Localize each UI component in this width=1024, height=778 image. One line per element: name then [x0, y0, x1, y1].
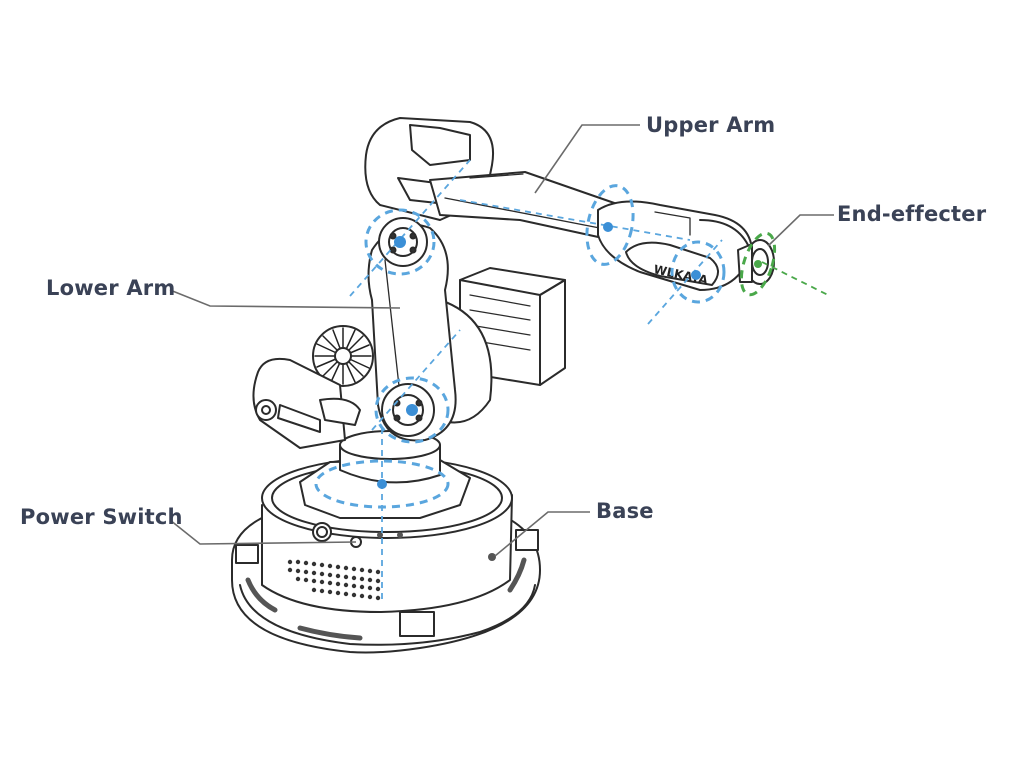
leader-end-effecter	[767, 214, 834, 247]
joint-3-ring	[374, 376, 450, 444]
leader-lines	[169, 124, 834, 557]
joint-5-ring	[670, 240, 726, 304]
joint-2-ring	[364, 208, 436, 276]
end-effector-ring	[739, 231, 777, 297]
joint-1-ring	[314, 459, 450, 509]
leader-upper-arm	[534, 124, 640, 194]
joint-markers	[314, 184, 777, 509]
lower-arm-label: Lower Arm	[46, 276, 176, 300]
joint-4-ring	[585, 184, 635, 266]
vent-grille	[287, 559, 381, 601]
joint-dots	[377, 222, 762, 489]
leader-lower-arm	[169, 289, 401, 309]
end-effecter-label: End-effecter	[837, 202, 987, 226]
power-switch-label: Power Switch	[20, 505, 183, 529]
leader-power-switch	[169, 519, 357, 545]
upper-arm: WLKATA	[364, 117, 775, 291]
lower-arm	[367, 217, 457, 442]
base-label: Base	[596, 499, 654, 523]
leader-base	[494, 511, 590, 557]
base-assembly	[231, 457, 541, 654]
joint-axes	[349, 159, 831, 600]
power-switch-button	[312, 522, 332, 542]
upper-arm-label: Upper Arm	[646, 113, 776, 137]
